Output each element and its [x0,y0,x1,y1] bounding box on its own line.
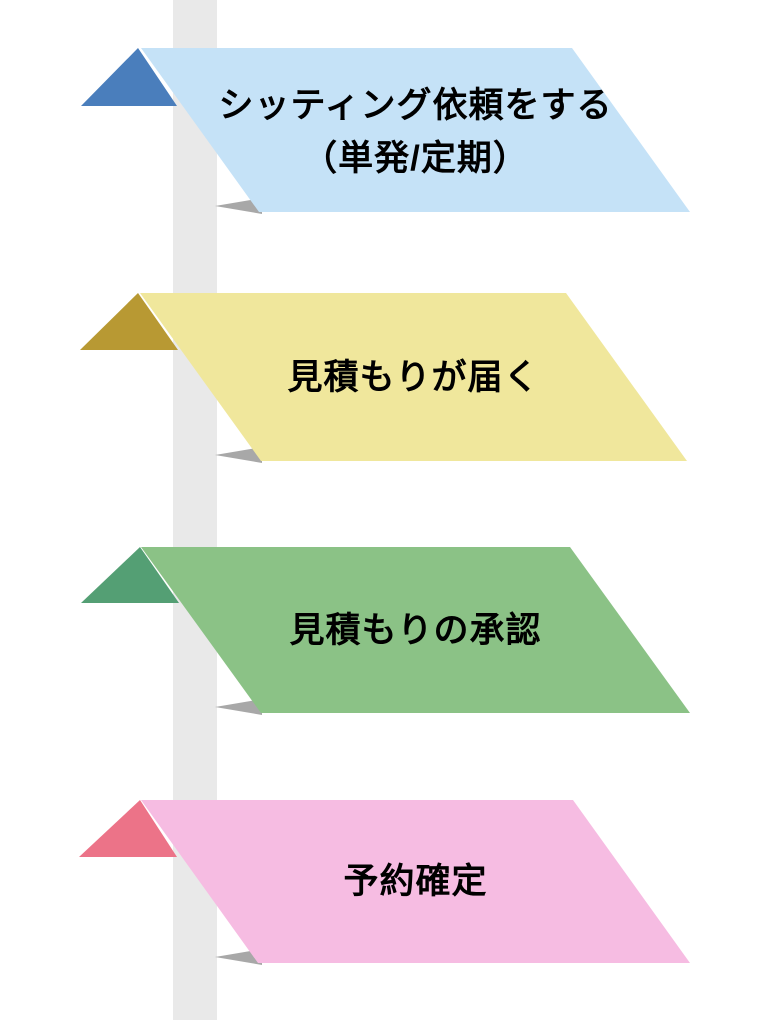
step-2-banner-shape [140,293,687,461]
step-3-fold-triangle [81,547,179,603]
step-1-fold-triangle [81,48,177,106]
step-3-banner-shape [141,547,690,713]
step-3-shadow [215,699,262,715]
step-1-banner-shape [141,48,690,212]
step-4-banner-shape [141,800,690,963]
step-4-fold-triangle [79,800,177,857]
step-2-fold-triangle [80,293,178,350]
step-1-shadow [215,198,262,214]
step-2-shadow [215,447,262,463]
step-4-shadow [215,949,262,965]
